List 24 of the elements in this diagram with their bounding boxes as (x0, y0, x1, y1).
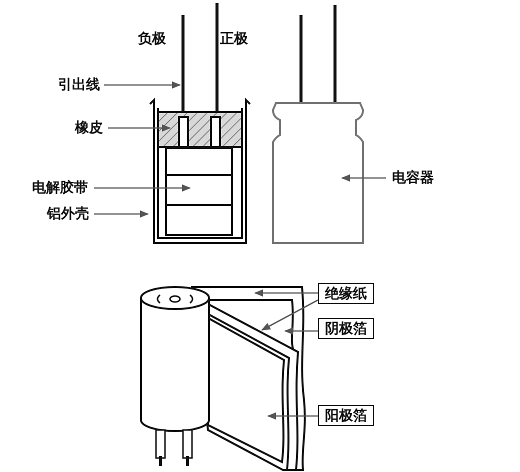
boxed-label: 绝缘纸 (318, 283, 374, 304)
callout-label: 铝外壳 (42, 205, 94, 223)
rubber-seal (157, 111, 243, 148)
leader-line (94, 184, 191, 192)
leader-line (108, 124, 171, 132)
aluminum-shell (149, 98, 251, 244)
leader-line (104, 81, 181, 89)
leader-line (261, 299, 318, 331)
polarity-label: 负极 (138, 30, 166, 48)
callout-label: 橡皮 (70, 119, 108, 137)
callout-label: 电容器 (386, 169, 440, 187)
boxed-label: 阴极箔 (318, 318, 374, 339)
leader-line (341, 174, 386, 182)
lead-wire (182, 15, 184, 113)
leader-line (284, 327, 318, 335)
callout-label: 引出线 (54, 76, 104, 94)
boxed-label: 阳极箔 (318, 405, 374, 426)
leader-line (267, 412, 318, 420)
electrolyte-roll (165, 147, 233, 236)
capacitor-body (272, 102, 364, 244)
callout-label: 电解胶带 (26, 179, 94, 197)
leader-line (94, 210, 149, 218)
leader-line (254, 289, 318, 297)
polarity-label: 正极 (220, 30, 248, 48)
